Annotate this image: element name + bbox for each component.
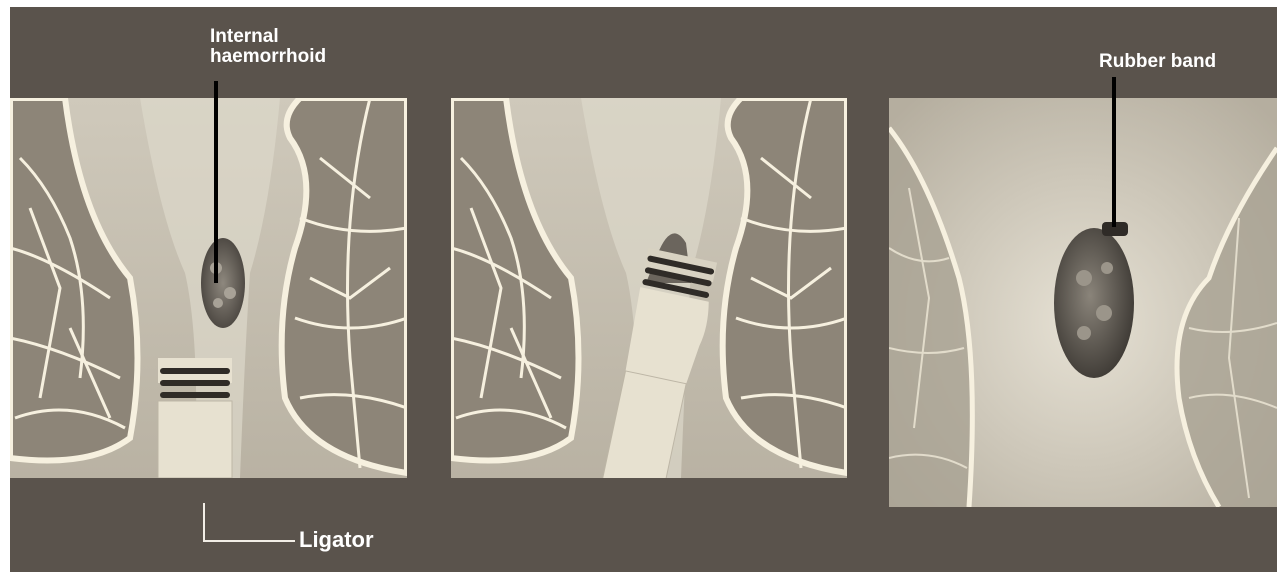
rubber-band-label: Rubber band: [1099, 51, 1216, 73]
internal-haemorrhoid-label-line1: Internal: [210, 27, 326, 47]
panel-step-3: [889, 98, 1277, 507]
illustration-canvas: Internal haemorrhoid Rubber band Ligator: [10, 7, 1277, 572]
internal-haemorrhoid-leader-line: [214, 81, 218, 283]
anatomy-illustration-1: [10, 98, 407, 478]
panel-step-2: [451, 98, 847, 478]
ligator-leader-line-vertical: [203, 503, 205, 541]
anatomy-illustration-3: [889, 98, 1277, 507]
panel-step-1: [10, 98, 407, 478]
ligator-label: Ligator: [299, 527, 374, 553]
internal-haemorrhoid-label-line2: haemorrhoid: [210, 47, 326, 67]
anatomy-illustration-2: [451, 98, 847, 478]
ligator-leader-line-horizontal: [203, 540, 295, 542]
internal-haemorrhoid-label: Internal haemorrhoid: [210, 27, 326, 67]
rubber-band-leader-line: [1112, 77, 1116, 227]
